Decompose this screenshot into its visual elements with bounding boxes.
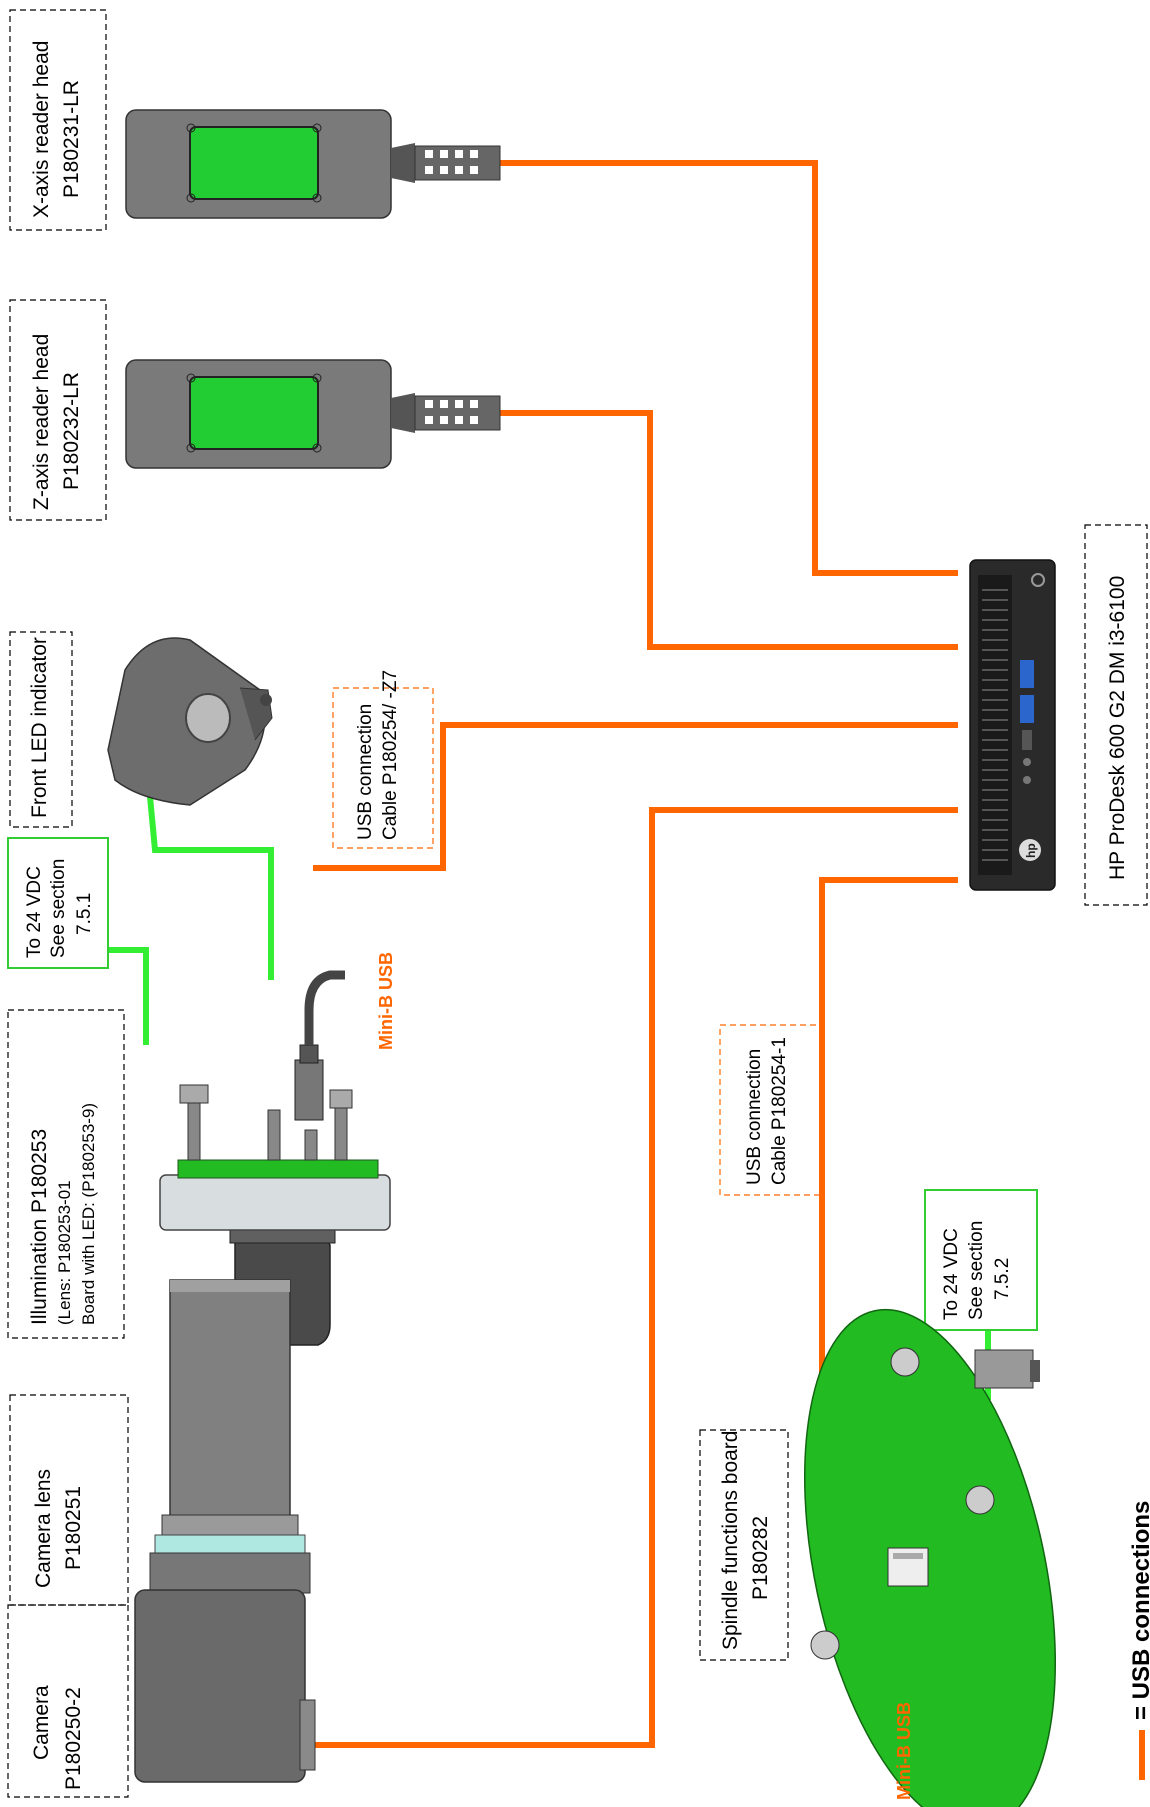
vdc-2-line3: 7.5.2 <box>992 1258 1013 1300</box>
front-led-indicator <box>108 638 272 805</box>
vdc-1-line2: See section <box>48 859 69 958</box>
z-reader-label-box: Z-axis reader head P180232-LR <box>10 300 106 520</box>
power-cable-led <box>148 775 271 980</box>
camera-lens-label-box: Camera lens P180251 <box>10 1395 128 1605</box>
z-axis-reader-head <box>126 360 500 468</box>
hp-logo-text: hp <box>1024 843 1038 858</box>
illumination-label-box: Illumination P180253 (Lens: P180253-01 B… <box>8 1010 124 1338</box>
mini-b-usb-label-top: Mini-B USB <box>376 952 396 1050</box>
hp-prodesk-pc: hp <box>970 560 1055 890</box>
x-reader-code: P180231-LR <box>60 80 83 198</box>
illumination-line3: Board with LED: (P180253-9) <box>79 1103 98 1325</box>
camera-lens <box>150 1280 310 1593</box>
spindle-functions-board <box>762 1287 1097 1807</box>
pc-label: HP ProDesk 600 G2 DM i3-6100 <box>1106 576 1129 880</box>
x-axis-reader-head <box>126 110 500 218</box>
legend-label: = USB connections <box>1128 1501 1150 1720</box>
vdc-2-box: To 24 VDC See section 7.5.2 <box>925 1190 1037 1330</box>
camera-line2: P180250-2 <box>62 1687 85 1790</box>
vdc-2-line1: To 24 VDC <box>941 1228 962 1320</box>
front-led-label-box: Front LED indicator <box>10 632 72 827</box>
camera-label-box: Camera P180250-2 <box>8 1605 128 1797</box>
z-reader-code: P180232-LR <box>60 372 83 490</box>
usb-cable-2-line1: USB connection <box>744 1049 765 1185</box>
x-reader-label-box: X-axis reader head P180231-LR <box>10 10 106 230</box>
mini-b-usb-label-bottom: Mini-B USB <box>894 1702 914 1800</box>
power-cable-illumination <box>108 950 146 1045</box>
vdc-1-line3: 7.5.1 <box>74 893 95 935</box>
z-reader-title: Z-axis reader head <box>30 334 53 510</box>
usb-cable-2-label-box: USB connection Cable P180254-1 <box>720 1025 820 1195</box>
front-led-label: Front LED indicator <box>28 637 51 818</box>
vdc-1-line1: To 24 VDC <box>24 866 45 958</box>
usb-cable-z-reader <box>440 413 958 647</box>
vdc-1-box: To 24 VDC See section 7.5.1 <box>8 838 108 968</box>
illumination-line1: Illumination P180253 <box>28 1129 51 1325</box>
usb-cable-x-reader <box>440 163 958 573</box>
usb-cable-2-line2: Cable P180254-1 <box>769 1037 790 1185</box>
spindle-line2: P180282 <box>749 1516 772 1600</box>
spindle-label-box: Spindle functions board P180282 <box>700 1430 788 1660</box>
usb-cable-1-line1: USB connection <box>355 704 376 840</box>
x-reader-title: X-axis reader head <box>30 41 53 218</box>
vdc-2-line2: See section <box>966 1221 987 1320</box>
spindle-line1: Spindle functions board <box>719 1431 742 1651</box>
legend: = USB connections <box>1128 1501 1150 1780</box>
usb-cable-1-line2: Cable P180254/ -Z7 <box>380 670 401 840</box>
camera-lens-line1: Camera lens <box>32 1469 55 1588</box>
camera-body <box>135 1590 315 1782</box>
usb-cable-illumination <box>313 725 958 868</box>
illumination-line2: (Lens: P180253-01 <box>55 1180 74 1325</box>
camera-line1: Camera <box>30 1685 53 1760</box>
pc-label-box: HP ProDesk 600 G2 DM i3-6100 <box>1085 525 1147 905</box>
usb-cable-1-label-box: USB connection Cable P180254/ -Z7 <box>333 670 433 848</box>
camera-lens-line2: P180251 <box>62 1486 85 1570</box>
